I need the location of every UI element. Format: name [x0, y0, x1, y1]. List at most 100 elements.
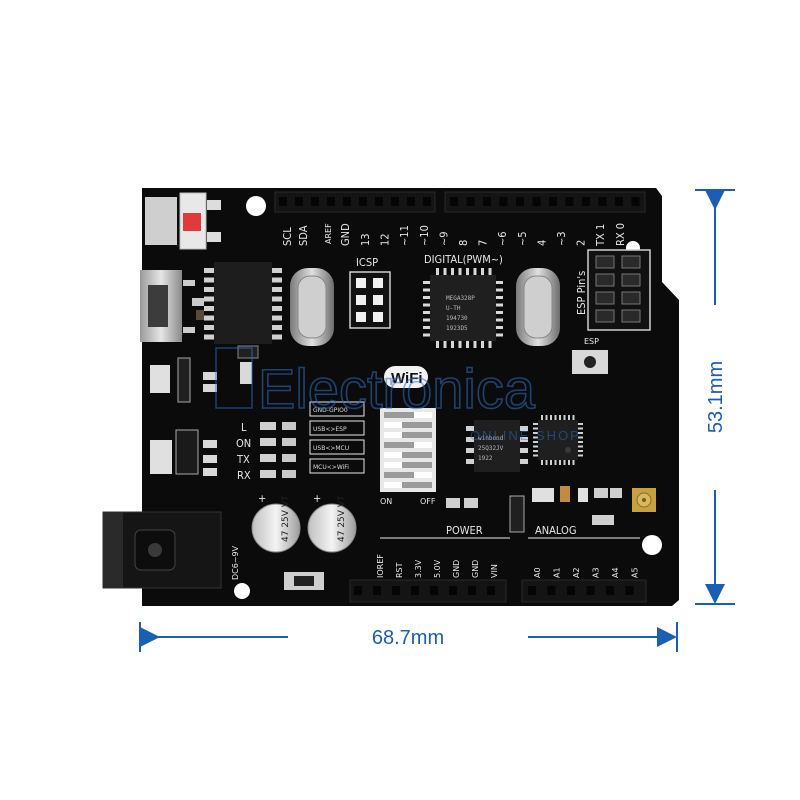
- power-header: POWER: [349, 524, 510, 603]
- power-pin-label: VIN: [490, 564, 499, 578]
- analog-header: ANALOG: [521, 524, 647, 603]
- switch-mode-label: GND-GPIO0: [313, 407, 348, 414]
- svg-text:25Q32JV: 25Q32JV: [478, 445, 504, 452]
- crystal-26mhz: [516, 268, 560, 346]
- width-label: 68.7mm: [372, 627, 444, 649]
- analog-pin-labels: A0 A1 A2 A3 A4 A5: [533, 567, 640, 578]
- digital-pin-label: ~6: [496, 231, 509, 246]
- label-dip-on: ON: [380, 497, 392, 506]
- label-analog: ANALOG: [535, 524, 577, 537]
- reset-button[interactable]: [145, 192, 221, 250]
- svg-text:MEGA328P: MEGA328P: [446, 295, 475, 302]
- flash-chip: winbond 25Q32JV 1922: [466, 420, 528, 472]
- power-pin-label: 5.0V: [433, 559, 442, 578]
- label-gnd-top: GND: [339, 223, 352, 246]
- label-aref: AREF: [324, 223, 333, 244]
- label-digital: DIGITAL(PWM~): [424, 253, 503, 266]
- label-esp-reset: ESP: [584, 337, 599, 346]
- watermark-sub: ONLINE SHOP: [470, 428, 581, 443]
- digital-pin-label: 8: [457, 240, 470, 246]
- mounting-hole: [246, 196, 266, 216]
- label-wifi: WiFi: [391, 370, 423, 387]
- switch-mode-label: MCU<>WiFi: [313, 464, 349, 471]
- ufl-antenna-connector: [632, 488, 656, 512]
- power-pin-label: 3.3V: [414, 559, 423, 578]
- watermark-text: Electronica: [258, 357, 536, 420]
- svg-text:U-TH: U-TH: [446, 305, 461, 312]
- power-pin-label: GND: [471, 560, 480, 578]
- mounting-hole: [234, 583, 250, 599]
- digital-pin-label: 2: [575, 240, 588, 246]
- status-leds: L ON TX RX: [236, 421, 296, 482]
- width-dimension: 68.7mm: [139, 622, 678, 652]
- rf-components: [446, 486, 622, 533]
- analog-pin-label: A0: [533, 567, 542, 578]
- label-scl: SCL: [281, 227, 294, 246]
- svg-text:+: +: [258, 492, 266, 505]
- power-pin-label: GND: [452, 560, 461, 578]
- top-header-right: [444, 191, 646, 213]
- digital-pin-label: ~5: [516, 231, 529, 246]
- digital-pin-label: ~11: [398, 225, 411, 246]
- power-pin-label: RST: [395, 562, 404, 578]
- label-esp-pins: ESP Pin's: [575, 271, 588, 315]
- dc-power-jack: DC6~9V: [102, 511, 240, 589]
- switch-mode-label: USB<>MCU: [313, 445, 349, 452]
- watermark: Electronica ONLINE SHOP: [215, 347, 581, 443]
- digital-pin-label: ~3: [555, 231, 568, 246]
- power-pin-labels: IOREF RST 3.3V 5.0V GND GND VIN: [376, 554, 499, 578]
- digital-pin-label: ~9: [437, 231, 450, 246]
- icsp-header: ICSP: [349, 256, 391, 329]
- digital-pin-label: 4: [535, 240, 548, 246]
- analog-pin-label: A5: [631, 567, 640, 578]
- label-power: POWER: [446, 524, 483, 537]
- crystal-16mhz: [290, 268, 334, 346]
- power-pin-label: IOREF: [376, 554, 385, 578]
- height-label: 53.1mm: [705, 361, 727, 433]
- analog-pin-label: A1: [553, 567, 562, 578]
- usb-serial-chip: [204, 262, 282, 344]
- label-sda: SDA: [297, 225, 310, 246]
- esp8266-chip: [533, 415, 583, 465]
- label-icsp: ICSP: [356, 256, 378, 269]
- svg-text:194730: 194730: [446, 315, 468, 322]
- dip-switch[interactable]: ON OFF: [380, 408, 436, 506]
- top-pin-sockets: [279, 197, 640, 206]
- analog-pin-label: A3: [592, 567, 601, 578]
- mounting-hole: [642, 535, 662, 555]
- digital-pin-label: 12: [379, 233, 392, 246]
- esp-pins-header: ESP Pin's: [575, 249, 651, 331]
- switch-mode-label: USB<>ESP: [313, 426, 347, 433]
- analog-pin-label: A4: [611, 567, 620, 578]
- digital-pin-label: 13: [359, 233, 372, 246]
- micro-usb-port: [140, 270, 195, 342]
- diode: [284, 572, 324, 590]
- digital-pin-label: RX 0: [614, 223, 627, 246]
- capacitor-2: + 47 25V VT: [307, 492, 357, 553]
- height-dimension: 53.1mm: [695, 189, 735, 605]
- label-tx: TX: [236, 453, 250, 466]
- esp-reset-button[interactable]: ESP: [572, 337, 608, 374]
- cap2-label: 47 25V VT: [337, 495, 347, 542]
- svg-text:+: +: [313, 492, 321, 505]
- capacitor-1: + 47 25V VT: [251, 492, 301, 553]
- label-l: L: [241, 421, 247, 434]
- digital-pin-label: TX 1: [594, 224, 607, 247]
- svg-text:1922: 1922: [478, 455, 493, 462]
- analog-pin-label: A2: [572, 567, 581, 578]
- label-on: ON: [236, 437, 251, 450]
- mcu-chip: MEGA328P U-TH 194730 1923D5: [423, 268, 503, 348]
- smd-components: [150, 298, 259, 476]
- wifi-logo: WiFi: [384, 366, 428, 388]
- digital-pin-label: ~10: [418, 225, 431, 246]
- bottom-pin-sockets: [354, 586, 634, 595]
- cap1-label: 47 25V VT: [281, 495, 291, 542]
- digital-pin-label: 7: [477, 240, 490, 246]
- label-dc: DC6~9V: [231, 545, 240, 580]
- svg-text:winbond: winbond: [478, 435, 504, 442]
- svg-text:1923D5: 1923D5: [446, 325, 468, 332]
- digital-pin-labels: 13 12 ~11 ~10 ~9 8 7 ~6 ~5 4 ~3 2 TX 1 RX 0: [359, 223, 627, 247]
- label-dip-off: OFF: [420, 497, 436, 506]
